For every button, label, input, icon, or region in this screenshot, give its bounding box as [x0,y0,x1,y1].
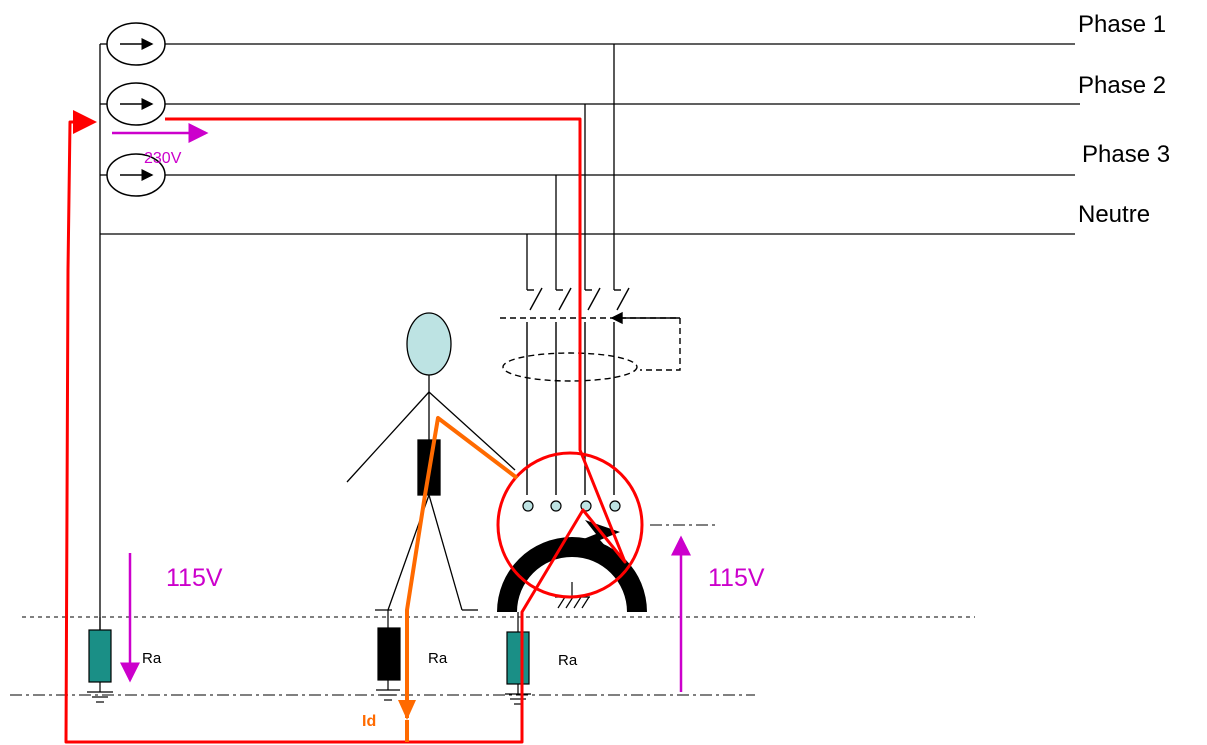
breaker-feed [526,44,615,290]
earth-electrode-left [87,617,113,703]
ra-left-label: Ra [142,650,162,667]
phase3-label: Phase 3 [1082,141,1170,168]
ra-middle-label: Ra [428,650,448,667]
resistor-ra-right [506,631,530,685]
fault-highlight-circle [496,451,644,599]
distribution-lines [99,43,1080,630]
left-voltage-label: 115V [166,564,223,592]
differential-toroid [502,352,638,382]
ra-right-label: Ra [558,652,578,669]
voltage-indicators [112,123,691,692]
fault-current-loop [64,110,627,744]
ground-references [10,524,975,696]
body-current-path [398,416,519,742]
differential-breaker [500,287,681,495]
neutral-label: Neutre [1078,201,1150,228]
appliance-frame [497,537,647,612]
person-head [406,312,452,376]
resistor-ra-left [88,629,112,683]
resistor-ra-middle [377,627,401,681]
earth-electrode-middle [376,610,401,701]
source-windings [106,22,166,197]
source-voltage-label: 230V [144,150,182,167]
right-voltage-label: 115V [708,564,765,592]
trip-loop [640,318,681,371]
phase2-label: Phase 2 [1078,72,1166,99]
phase1-label: Phase 1 [1078,11,1166,38]
earth-electrode-right [505,612,531,705]
insulation-fault-icon [576,520,620,558]
fault-current-label: Id [362,713,376,730]
appliance [496,451,647,612]
